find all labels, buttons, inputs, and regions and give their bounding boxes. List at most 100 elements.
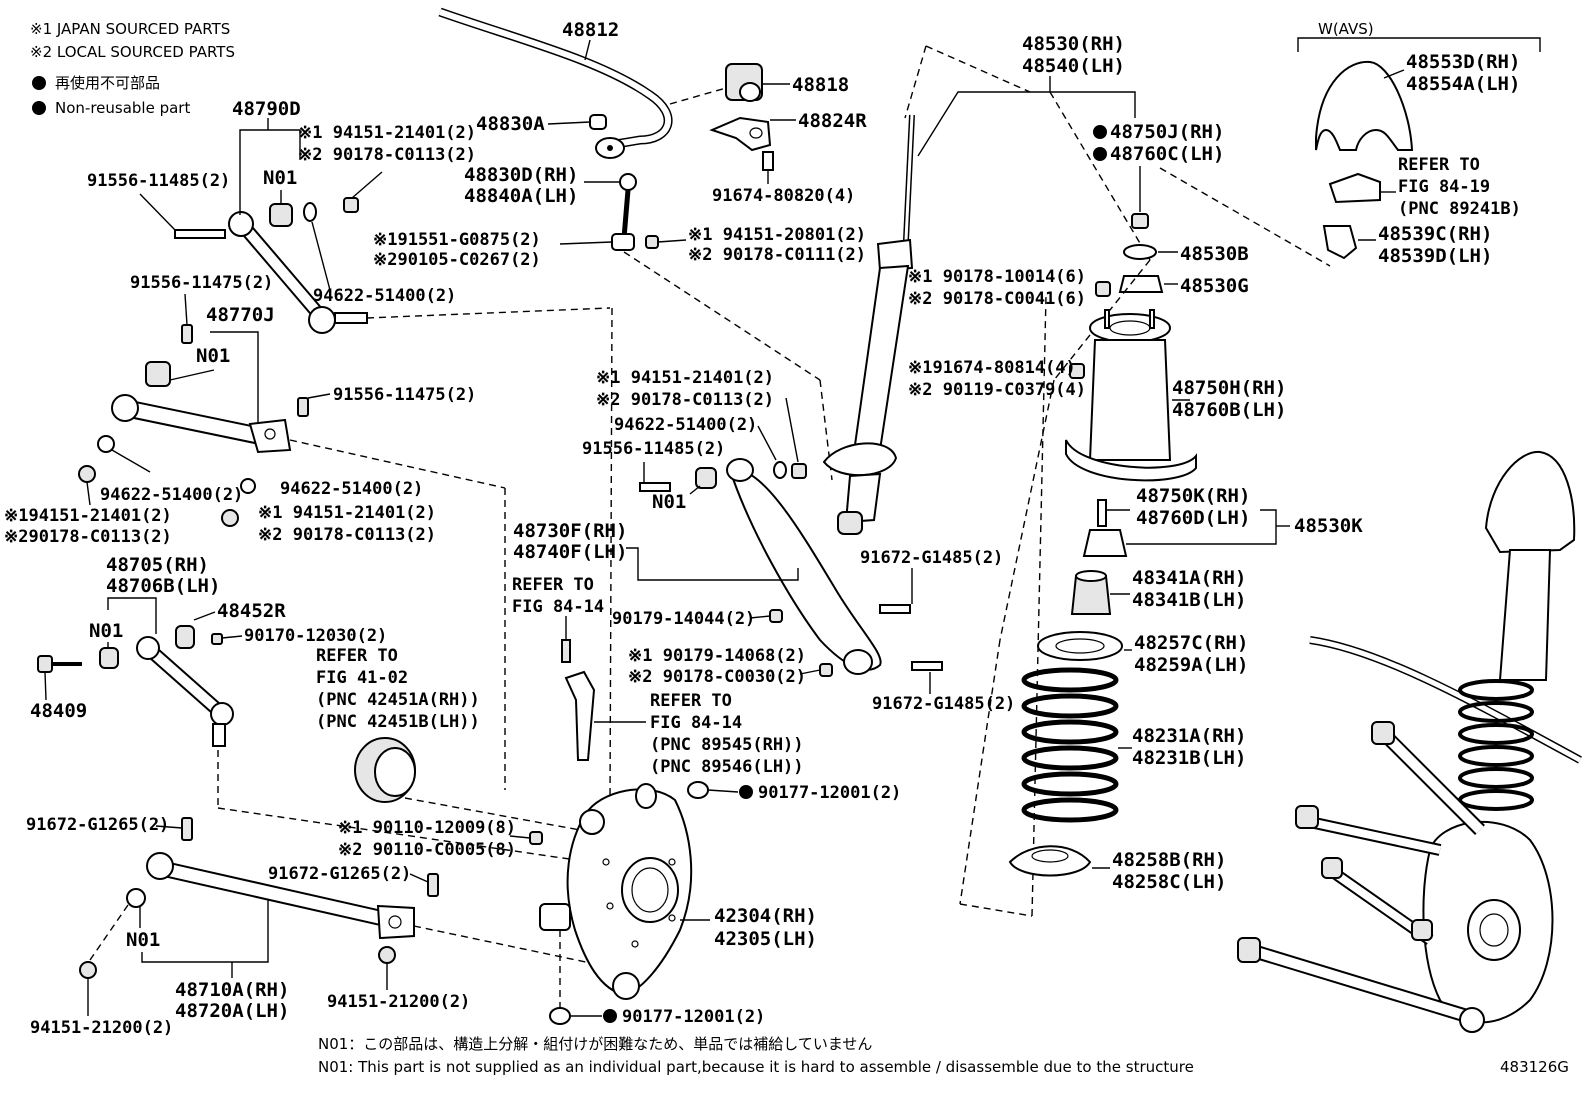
part-label: 91672-G1485(2) — [860, 548, 1003, 568]
part-label: ※2 90178-C0041(6) — [908, 289, 1086, 309]
refer-note: (PNC 89545(RH)) — [650, 735, 804, 755]
non-reusable-dot-icon — [32, 76, 46, 90]
part-label: 48231A(RH) — [1132, 725, 1246, 747]
part-label: 48540(LH) — [1022, 55, 1125, 77]
part-label: ※2 90178-C0113(2) — [298, 145, 476, 165]
part-label: 91556-11475(2) — [130, 273, 273, 293]
part-label: 91556-11485(2) — [582, 439, 725, 459]
part-label: ※290178-C0113(2) — [4, 527, 172, 547]
non-reusable-dot-icon — [603, 1009, 617, 1023]
part-label: 48259A(LH) — [1134, 654, 1248, 676]
part-label: ※2 90119-C0379(4) — [908, 380, 1086, 400]
part-label: 94622-51400(2) — [280, 479, 423, 499]
part-label: 48554A(LH) — [1406, 73, 1520, 95]
part-label: 48341A(RH) — [1132, 567, 1246, 589]
part-label: 91672-G1265(2) — [26, 815, 169, 835]
lower-arm-48710A — [79, 817, 439, 979]
part-label: ※194151-21401(2) — [4, 506, 172, 526]
part-label: 90177-12001(2) — [758, 783, 901, 803]
part-label: N01 — [126, 929, 160, 951]
refer-note: (PNC 89546(LH)) — [650, 757, 804, 777]
bushing-48818 — [725, 63, 763, 102]
part-label: ※1 90179-14068(2) — [628, 646, 806, 666]
part-label: 48539D(LH) — [1378, 245, 1492, 267]
upper-arm-48790D — [174, 202, 368, 334]
part-label: 91672-G1265(2) — [268, 864, 411, 884]
part-label: ※2 90178-C0113(2) — [596, 390, 774, 410]
part-label: ※1 94151-21401(2) — [596, 368, 774, 388]
non-reusable-dot-icon — [1093, 147, 1107, 161]
non-reusable-dot-icon — [739, 785, 753, 799]
part-label: 48530(RH) — [1022, 33, 1125, 55]
part-label: 48740F(LH) — [513, 541, 627, 563]
refer-note: REFER TO — [316, 646, 398, 666]
part-label: ※2 90178-C0113(2) — [258, 525, 436, 545]
legend-nonreusable-jp: 再使用不可部品 — [55, 74, 160, 92]
part-label: ※1 90110-12009(8) — [338, 818, 516, 838]
part-label: 48760B(LH) — [1172, 399, 1286, 421]
part-label: 48750K(RH) — [1136, 485, 1250, 507]
refer-note: REFER TO — [1398, 155, 1480, 175]
refer-note: REFER TO — [512, 575, 594, 595]
shock-absorber — [822, 114, 915, 535]
part-label: 48830D(RH) — [464, 164, 578, 186]
part-label: 48409 — [30, 700, 87, 722]
part-label: 48452R — [217, 600, 286, 622]
part-label: 48830A — [476, 113, 545, 135]
refer-note: (PNC 42451B(LH)) — [316, 712, 480, 732]
stabilizer-link — [611, 173, 637, 251]
part-label: N01 — [263, 167, 297, 189]
part-label: 94151-21200(2) — [30, 1018, 173, 1038]
refer-note: (PNC 42451A(RH)) — [316, 690, 480, 710]
figure-code: 483126G — [1500, 1058, 1569, 1076]
part-label: ※1 94151-21401(2) — [298, 123, 476, 143]
part-label: N01 — [89, 620, 123, 642]
part-label: 48231B(LH) — [1132, 747, 1246, 769]
note-n01-en: N01: This part is not supplied as an ind… — [318, 1058, 1194, 1076]
non-reusable-dot-icon — [1093, 125, 1107, 139]
refer-note: REFER TO — [650, 691, 732, 711]
refer-note: FIG 41-02 — [316, 668, 408, 688]
legend-local-sourced: ※2 LOCAL SOURCED PARTS — [30, 43, 235, 61]
part-label: 94622-51400(2) — [614, 415, 757, 435]
upper-support-48750H — [1065, 309, 1197, 482]
part-label: 48706B(LH) — [106, 575, 220, 597]
part-label: 94622-51400(2) — [313, 286, 456, 306]
part-label: 48818 — [792, 74, 849, 96]
part-label: 91672-G1485(2) — [872, 694, 1015, 714]
part-label: 48341B(LH) — [1132, 589, 1246, 611]
part-label: 48770J — [206, 304, 275, 326]
part-label: ※2 90178-C0030(2) — [628, 667, 806, 687]
note-n01-jp: N01：この部品は、構造上分解・組付けが困難なため、単品では補給していません — [318, 1035, 872, 1053]
assembled-view — [1237, 450, 1582, 1033]
part-label: 48790D — [232, 98, 301, 120]
abs-sensor — [561, 639, 596, 761]
part-label: 48705(RH) — [106, 554, 209, 576]
refer-note: (PNC 89241B) — [1398, 199, 1521, 219]
part-label: 48812 — [562, 19, 619, 41]
part-label: 48710A(RH) — [175, 979, 289, 1001]
avs-section: W(AVS) 48553D(RH) 48554A(LH) REFER TO FI… — [1159, 20, 1541, 267]
part-label: 48750J(RH) — [1110, 121, 1224, 143]
arm-48730F — [639, 458, 943, 677]
part-label: 48750H(RH) — [1172, 377, 1286, 399]
legend-japan-sourced: ※1 JAPAN SOURCED PARTS — [30, 20, 230, 38]
bracket-48824R — [709, 116, 772, 152]
refer-note: FIG 84-14 — [512, 597, 604, 617]
avs-header: W(AVS) — [1318, 20, 1374, 38]
part-label: N01 — [652, 491, 686, 513]
refer-note: FIG 84-19 — [1398, 177, 1490, 197]
part-label: ※191551-G0875(2) — [373, 230, 541, 250]
part-label: ※2 90110-C0005(8) — [338, 840, 516, 860]
refer-note: FIG 84-14 — [650, 713, 742, 733]
part-label: ※290105-C0267(2) — [373, 250, 541, 270]
part-label: 48553D(RH) — [1406, 51, 1520, 73]
part-label: ※1 94151-20801(2) — [688, 225, 866, 245]
part-label: 48824R — [798, 110, 867, 132]
part-label: N01 — [196, 345, 230, 367]
part-label: 48539C(RH) — [1378, 223, 1492, 245]
bearing-ring — [354, 737, 416, 803]
part-label: 91674-80820(4) — [712, 186, 855, 206]
arm-48705 — [37, 625, 234, 747]
part-label: ※1 94151-21401(2) — [258, 503, 436, 523]
